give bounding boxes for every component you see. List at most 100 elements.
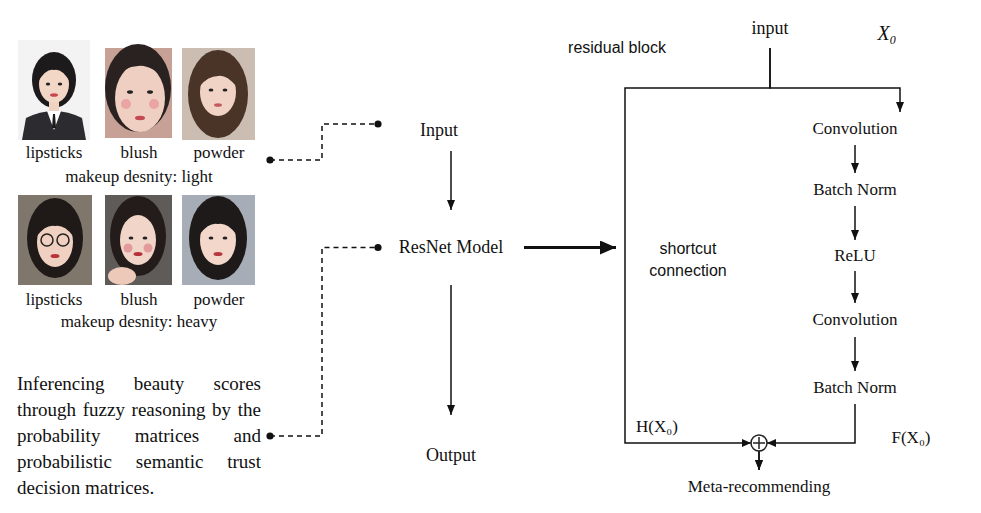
dashed-group-box: lipsticksblushpowdermakeup desnity: ligh… bbox=[8, 33, 270, 340]
note-box: Inferencing beauty scores through fuzzy … bbox=[8, 365, 270, 507]
hair bbox=[112, 54, 166, 80]
sum-circle bbox=[751, 435, 767, 451]
text-holder: X₀ bbox=[867, 22, 907, 45]
product-label: powder bbox=[109, 290, 329, 310]
eye bbox=[147, 90, 153, 94]
eye bbox=[58, 83, 62, 86]
photo-bg bbox=[18, 40, 90, 140]
plus-line bbox=[753, 442, 765, 444]
blush bbox=[124, 244, 133, 253]
hair bbox=[27, 198, 83, 278]
dashed-connector bbox=[270, 248, 378, 437]
hair bbox=[188, 50, 248, 138]
conv-layer: Convolution bbox=[770, 303, 940, 337]
blush bbox=[121, 99, 131, 109]
arrow-connector bbox=[625, 48, 770, 470]
text-holder: shortcut connection bbox=[633, 238, 743, 282]
eye bbox=[209, 237, 214, 240]
photo bbox=[182, 48, 255, 140]
arrow-connector bbox=[854, 337, 856, 371]
lips bbox=[51, 254, 60, 258]
photo bbox=[105, 44, 172, 138]
hair bbox=[200, 212, 236, 234]
box-label: Batch Norm bbox=[813, 378, 897, 398]
glasses bbox=[57, 234, 69, 246]
eye bbox=[223, 237, 228, 240]
process-box: ResNet Model bbox=[378, 210, 524, 285]
arrow-connector bbox=[450, 285, 452, 415]
text-holder: H(X₀) bbox=[627, 417, 687, 437]
photo bbox=[18, 195, 92, 285]
input-cylinder: Input bbox=[378, 97, 500, 151]
relu-layer: ReLU bbox=[770, 240, 940, 271]
hair bbox=[32, 52, 76, 108]
dashed-connector bbox=[270, 124, 378, 160]
photo-bg bbox=[182, 195, 255, 285]
arrow-connector bbox=[759, 404, 855, 470]
photo-bg bbox=[105, 195, 172, 285]
sum-symbol bbox=[736, 430, 782, 456]
makeup-group-box: lipsticksblushpowdermakeup desnity: ligh… bbox=[12, 38, 266, 190]
text-holder: residual block bbox=[507, 38, 727, 58]
glasses bbox=[41, 234, 53, 246]
lips bbox=[135, 116, 145, 120]
hair bbox=[189, 196, 247, 280]
box-label: input bbox=[751, 18, 788, 39]
arrow-connector bbox=[854, 271, 856, 303]
arrow-connector bbox=[854, 206, 856, 240]
eye bbox=[143, 237, 148, 240]
makeup-group-box: lipsticksblushpowdermakeup desnity: heav… bbox=[12, 190, 266, 335]
variable-label: X₀ bbox=[867, 22, 907, 45]
eye bbox=[46, 83, 50, 86]
arrowhead bbox=[742, 439, 751, 447]
text-holder: powder bbox=[109, 290, 329, 310]
blush bbox=[144, 244, 153, 253]
function-label: F(X₀) bbox=[881, 428, 941, 448]
text-holder: makeup desnity: heavy bbox=[29, 312, 249, 332]
photo bbox=[105, 195, 172, 285]
path-label: shortcut connection bbox=[633, 238, 743, 282]
text-holder: F(X₀) bbox=[881, 428, 941, 448]
text-holder: powder bbox=[109, 143, 329, 163]
batchnorm-layer: Batch Norm bbox=[770, 371, 940, 404]
batchnorm-layer: Batch Norm bbox=[770, 173, 940, 206]
eye bbox=[209, 89, 214, 92]
note-text: Inferencing beauty scores through fuzzy … bbox=[17, 371, 261, 501]
lips bbox=[134, 252, 143, 256]
hair bbox=[110, 196, 166, 276]
text-holder: makeup desnity: light bbox=[29, 167, 249, 187]
cylinder-top bbox=[379, 98, 499, 112]
box-label: ReLU bbox=[834, 246, 876, 266]
input-box: input bbox=[680, 8, 860, 48]
conv-layer: Convolution bbox=[770, 112, 940, 145]
blush bbox=[149, 99, 159, 109]
box-label: Meta-recommending bbox=[688, 477, 831, 497]
photo bbox=[18, 40, 90, 140]
arrow-connector bbox=[770, 48, 900, 112]
arrow-connector bbox=[854, 145, 856, 173]
arrow-connector bbox=[450, 151, 452, 210]
hand bbox=[108, 267, 136, 285]
face bbox=[120, 215, 156, 265]
lips bbox=[214, 252, 223, 256]
density-label: makeup desnity: light bbox=[29, 167, 249, 187]
hair bbox=[38, 58, 70, 82]
lips bbox=[50, 93, 58, 97]
box-label: ResNet Model bbox=[399, 237, 503, 258]
photo bbox=[182, 195, 255, 285]
lips bbox=[214, 103, 222, 107]
box-label: Batch Norm bbox=[813, 180, 897, 200]
box-label: Convolution bbox=[812, 310, 897, 330]
hair bbox=[105, 44, 171, 132]
output-stage-box: Meta-recommending bbox=[648, 470, 870, 503]
tie bbox=[52, 114, 56, 128]
cylinder-body bbox=[379, 105, 499, 151]
eye bbox=[223, 89, 228, 92]
box-label: Output bbox=[426, 445, 476, 466]
region-title: residual block bbox=[507, 38, 727, 58]
photo-bg bbox=[18, 195, 92, 285]
hair bbox=[200, 66, 236, 86]
arrow-connector bbox=[524, 246, 616, 249]
arrowhead bbox=[767, 439, 776, 447]
